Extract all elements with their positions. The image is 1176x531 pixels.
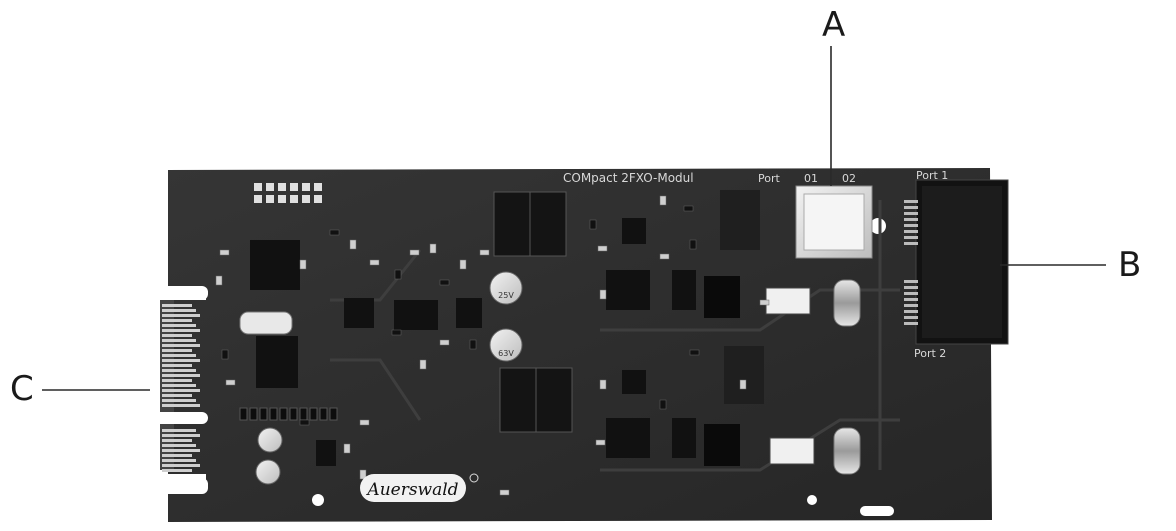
ic-chips	[239, 218, 740, 466]
port-label: Port	[758, 172, 780, 185]
port-connector-b	[904, 179, 1009, 345]
auerswald-logo: Auerswald	[360, 473, 479, 502]
dark-components	[720, 190, 764, 404]
silkscreen: COMpact 2FXO-Modul Port 01 02 Port 1 Por…	[563, 169, 948, 360]
callout-a-label: A	[822, 5, 846, 45]
electrolytic-capacitors: 25V 63V	[255, 271, 523, 485]
pin-header-top	[254, 183, 322, 203]
cap-top-label: 25V	[498, 291, 514, 300]
inductor-coils	[765, 279, 861, 475]
edge-connector	[160, 300, 200, 472]
port-connector-a	[795, 185, 873, 259]
logo-text: Auerswald	[365, 480, 458, 500]
port-1-label: Port 1	[916, 169, 948, 182]
pcb-board	[150, 168, 992, 522]
callout-lines	[42, 46, 1106, 391]
pin-header-bottom	[239, 407, 338, 421]
board-title: COMpact 2FXO-Modul	[563, 171, 694, 185]
smd-components	[215, 195, 770, 496]
callout-b-label: B	[1118, 245, 1142, 285]
port-2-label: Port 2	[914, 347, 946, 360]
callout-c-label: C	[10, 369, 34, 409]
port-02-label: 02	[842, 172, 856, 185]
transformers	[493, 191, 573, 433]
port-01-label: 01	[804, 172, 818, 185]
cap-mid-label: 63V	[498, 349, 514, 358]
